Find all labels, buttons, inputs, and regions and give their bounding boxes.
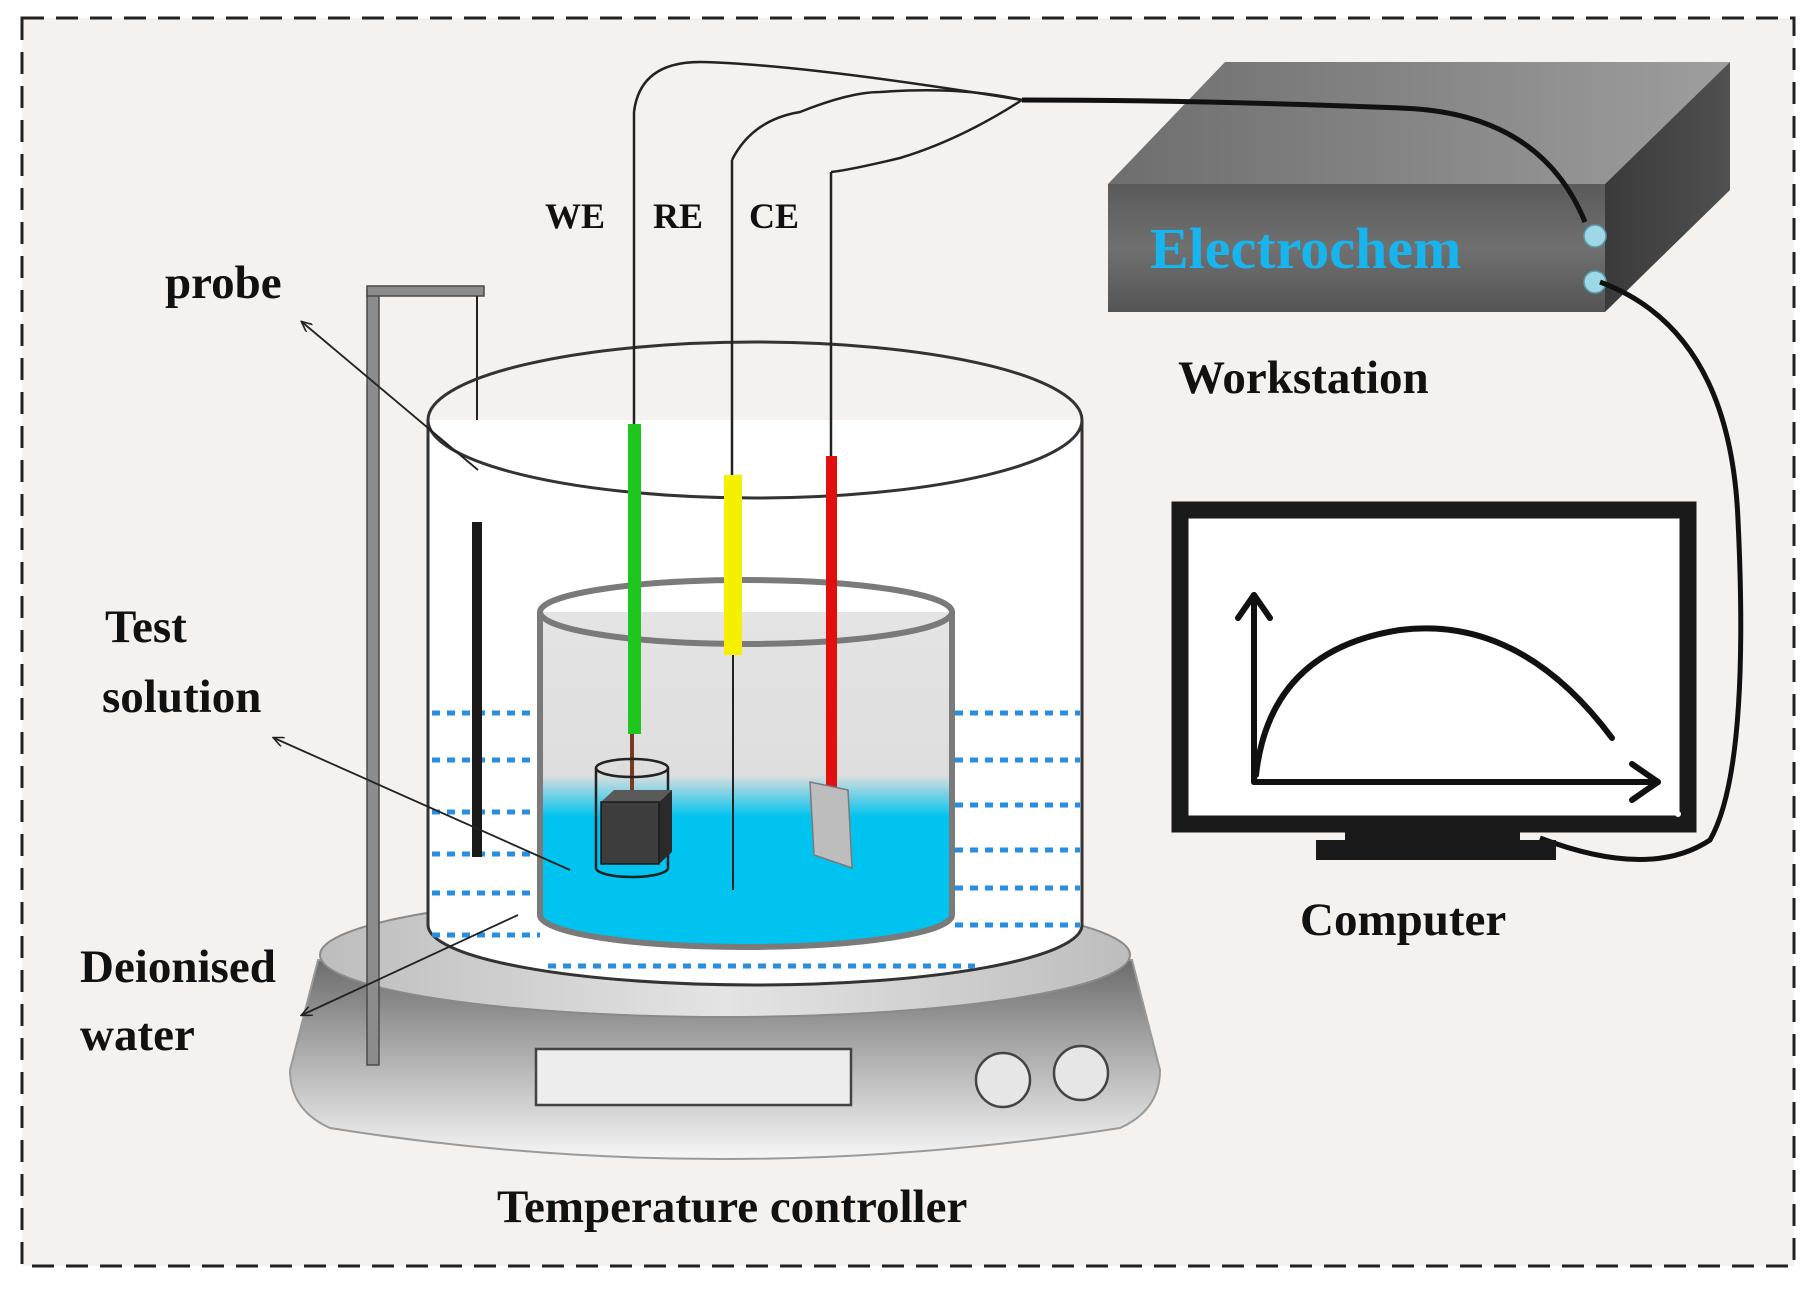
computer-label: Computer (1300, 894, 1506, 946)
deionised-water-label-line2: water (80, 1009, 195, 1061)
ce-plate (809, 781, 853, 870)
workstation-label: Workstation (1178, 352, 1429, 404)
test-solution-label-line2: solution (102, 671, 261, 723)
sample-vial (594, 732, 672, 879)
electrode-leads (632, 60, 1023, 174)
monitor-neck (1345, 825, 1520, 843)
controller-knob-right (1052, 1044, 1110, 1102)
temperature-probe (472, 522, 482, 857)
deionised-water-pointer-arrow (302, 914, 519, 1015)
probe-pointer-arrow (302, 322, 479, 471)
workstation-brand-label: Electrochem (1150, 216, 1461, 281)
probe-stand (366, 285, 485, 1066)
water-bath-rim (426, 340, 1084, 500)
monitor-power-led (1675, 811, 1681, 817)
ce-label: CE (749, 196, 799, 236)
temperature-controller-label: Temperature controller (497, 1181, 967, 1233)
workstation-top (1108, 62, 1730, 184)
beaker-wall (537, 612, 955, 950)
workstation-front (1108, 184, 1605, 312)
re-electrode (724, 475, 742, 655)
sample-cube-top (601, 790, 672, 802)
vial-wall (594, 768, 670, 879)
beaker-rim (537, 577, 955, 647)
graph-y-arrow (1235, 592, 1273, 621)
deionised-water-label-line1: Deionised (80, 941, 276, 993)
graph-x-arrow (1629, 761, 1661, 803)
electrodes (628, 112, 853, 890)
computer-cable (1539, 279, 1744, 862)
deionised-water-lines-right (955, 710, 1080, 928)
controller-knob-left (974, 1051, 1032, 1109)
sample-cube-front (600, 801, 660, 865)
workstation-input-cable (1021, 97, 1588, 223)
workstation-port-1 (1583, 224, 1607, 248)
re-label: RE (653, 196, 703, 236)
monitor-screen (1171, 501, 1697, 833)
workstation-box: Electrochem (1108, 62, 1730, 312)
graph-curve (1253, 625, 1615, 778)
computer-monitor (1171, 501, 1697, 860)
sample-cube-side (659, 790, 672, 864)
probe-label: probe (165, 257, 282, 309)
screen-graph (1235, 592, 1661, 803)
we-electrode (628, 424, 641, 734)
stand-arm (366, 285, 485, 297)
monitor-stand (1316, 840, 1556, 860)
test-solution-pointer-arrow (274, 738, 571, 871)
we-label: WE (545, 196, 605, 236)
deionised-water-lines-left (432, 710, 540, 938)
controller-display (534, 1047, 853, 1107)
test-solution-label-line1: Test (105, 601, 187, 653)
stand-pole (366, 289, 380, 1066)
vial-rim (594, 757, 670, 779)
ce-electrode (826, 456, 837, 788)
workstation-side (1605, 62, 1730, 312)
